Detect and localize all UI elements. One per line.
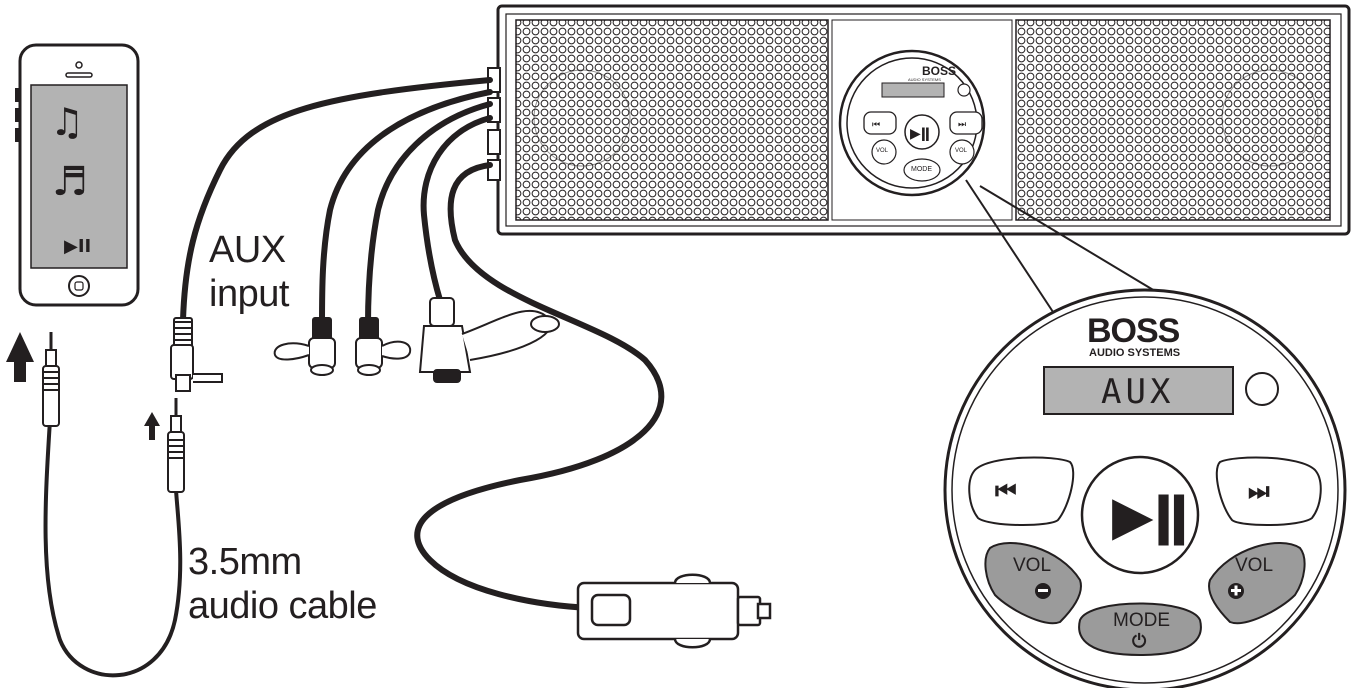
brand-subtitle: AUDIO SYSTEMS [1089,347,1180,359]
left-speaker-grille [515,19,829,221]
home-button-icon [68,275,90,297]
aux-input-label: AUX input [209,228,289,316]
right-speaker-grille [1015,19,1331,221]
cigarette-lighter-plug [576,573,772,649]
aux-connector [170,317,223,392]
prev-track-icon: ⏮ [995,477,1017,505]
smartphone: ♫ ♬ ▶II [15,43,140,307]
mode-label: MODE [1113,610,1170,631]
lcd-display [1043,366,1234,415]
usb-connector [418,297,560,383]
small-brand: BOSS [922,64,956,78]
cables [43,77,665,678]
prev-track-button[interactable]: ⏮ [968,456,1075,526]
small-up-arrow-icon [144,412,160,440]
brand-logo: BOSS [1087,312,1180,350]
vol-down-label: VOL [1013,555,1051,576]
mode-button[interactable]: MODE ⏻ [1078,602,1202,657]
plug-aux-end [167,398,185,493]
rca-connector-1 [273,317,336,376]
small-vol-down-label: VOL [876,148,889,154]
big-up-arrow-icon [6,332,34,382]
vol-down-button[interactable]: VOL [984,542,1082,625]
play-pause-button[interactable]: ▶ǁ [1080,455,1200,575]
small-control-panel: BOSS AUDIO SYSTEMS ⏮ ⏭ ▶ǁ VOL VOL MODE [838,49,986,197]
lcd-display-text: AUX [1101,372,1174,412]
play-pause-icon: ▶II [64,236,91,257]
svg-text:⏭: ⏭ [958,120,966,130]
rca-connector-2 [355,317,412,376]
speaker-bar: BOSS AUDIO SYSTEMS ⏮ ⏭ ▶ǁ VOL VOL MODE [487,4,1351,236]
svg-text:⏮: ⏮ [872,120,880,130]
play-pause-icon: ▶ǁ [1112,484,1189,547]
power-icon: ⏻ [1132,631,1147,652]
next-track-button[interactable]: ⏭ [1215,456,1322,526]
audio-cable-label-line2: audio cable [188,585,377,627]
vol-up-button[interactable]: VOL [1208,542,1306,625]
enlarged-control-panel: BOSS AUDIO SYSTEMS AUX ⏮ ⏭ ▶ǁ VOL VOL [943,288,1347,688]
next-track-icon: ⏭ [1248,477,1270,505]
music-notes-icon: ♬ [52,159,88,205]
music-note-icon: ♫ [50,100,84,144]
phone-screen [30,84,128,269]
audio-cable-label: 3.5mm audio cable [188,540,377,628]
ir-sensor [1245,372,1279,406]
audio-cable-label-line1: 3.5mm [188,541,302,583]
aux-input-label-line1: AUX [209,229,286,271]
aux-input-label-line2: input [209,273,289,315]
vol-up-label: VOL [1235,555,1273,576]
small-vol-up-label: VOL [955,148,968,154]
plug-phone-end [42,332,60,427]
svg-text:▶ǁ: ▶ǁ [910,126,930,142]
small-brand-sub: AUDIO SYSTEMS [908,77,941,82]
small-mode-label: MODE [911,166,932,173]
